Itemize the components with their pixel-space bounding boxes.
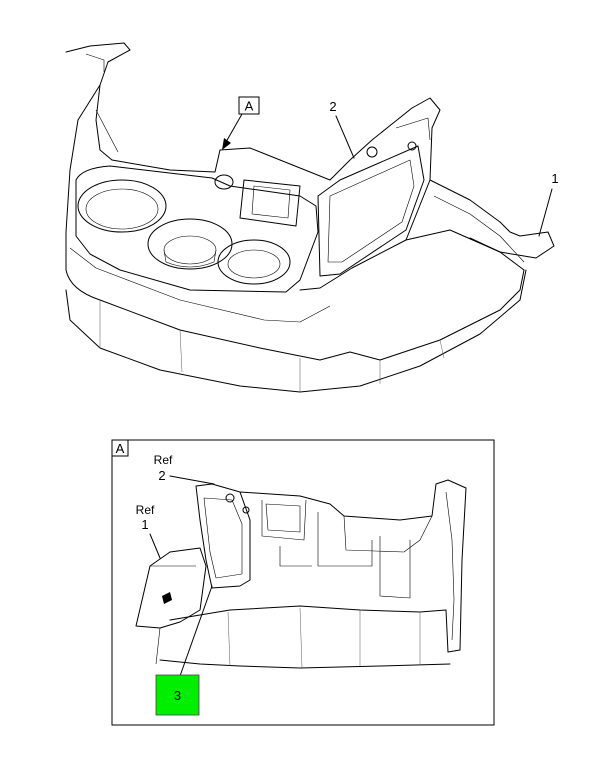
callout-part-2: 2 bbox=[329, 99, 355, 159]
console-assembly-drawing bbox=[65, 42, 555, 393]
detail-view-a: A bbox=[111, 439, 495, 726]
detail-frame bbox=[111, 439, 495, 726]
callout-part-2-label: 2 bbox=[329, 99, 336, 114]
ref-2-number: 2 bbox=[158, 468, 165, 483]
callout-detail-a: A bbox=[222, 96, 260, 150]
part-3-label: 3 bbox=[174, 688, 181, 703]
detail-drawing bbox=[135, 479, 467, 669]
ref-1-word: Ref bbox=[136, 503, 155, 517]
ref-1-number: 1 bbox=[141, 517, 148, 532]
callout-detail-a-label: A bbox=[245, 99, 254, 114]
ref-2-word: Ref bbox=[154, 453, 173, 467]
callout-part-1: 1 bbox=[538, 171, 559, 237]
callout-part-1-label: 1 bbox=[551, 171, 558, 186]
part-3-highlight bbox=[155, 674, 200, 716]
detail-frame-label: A bbox=[116, 441, 125, 456]
